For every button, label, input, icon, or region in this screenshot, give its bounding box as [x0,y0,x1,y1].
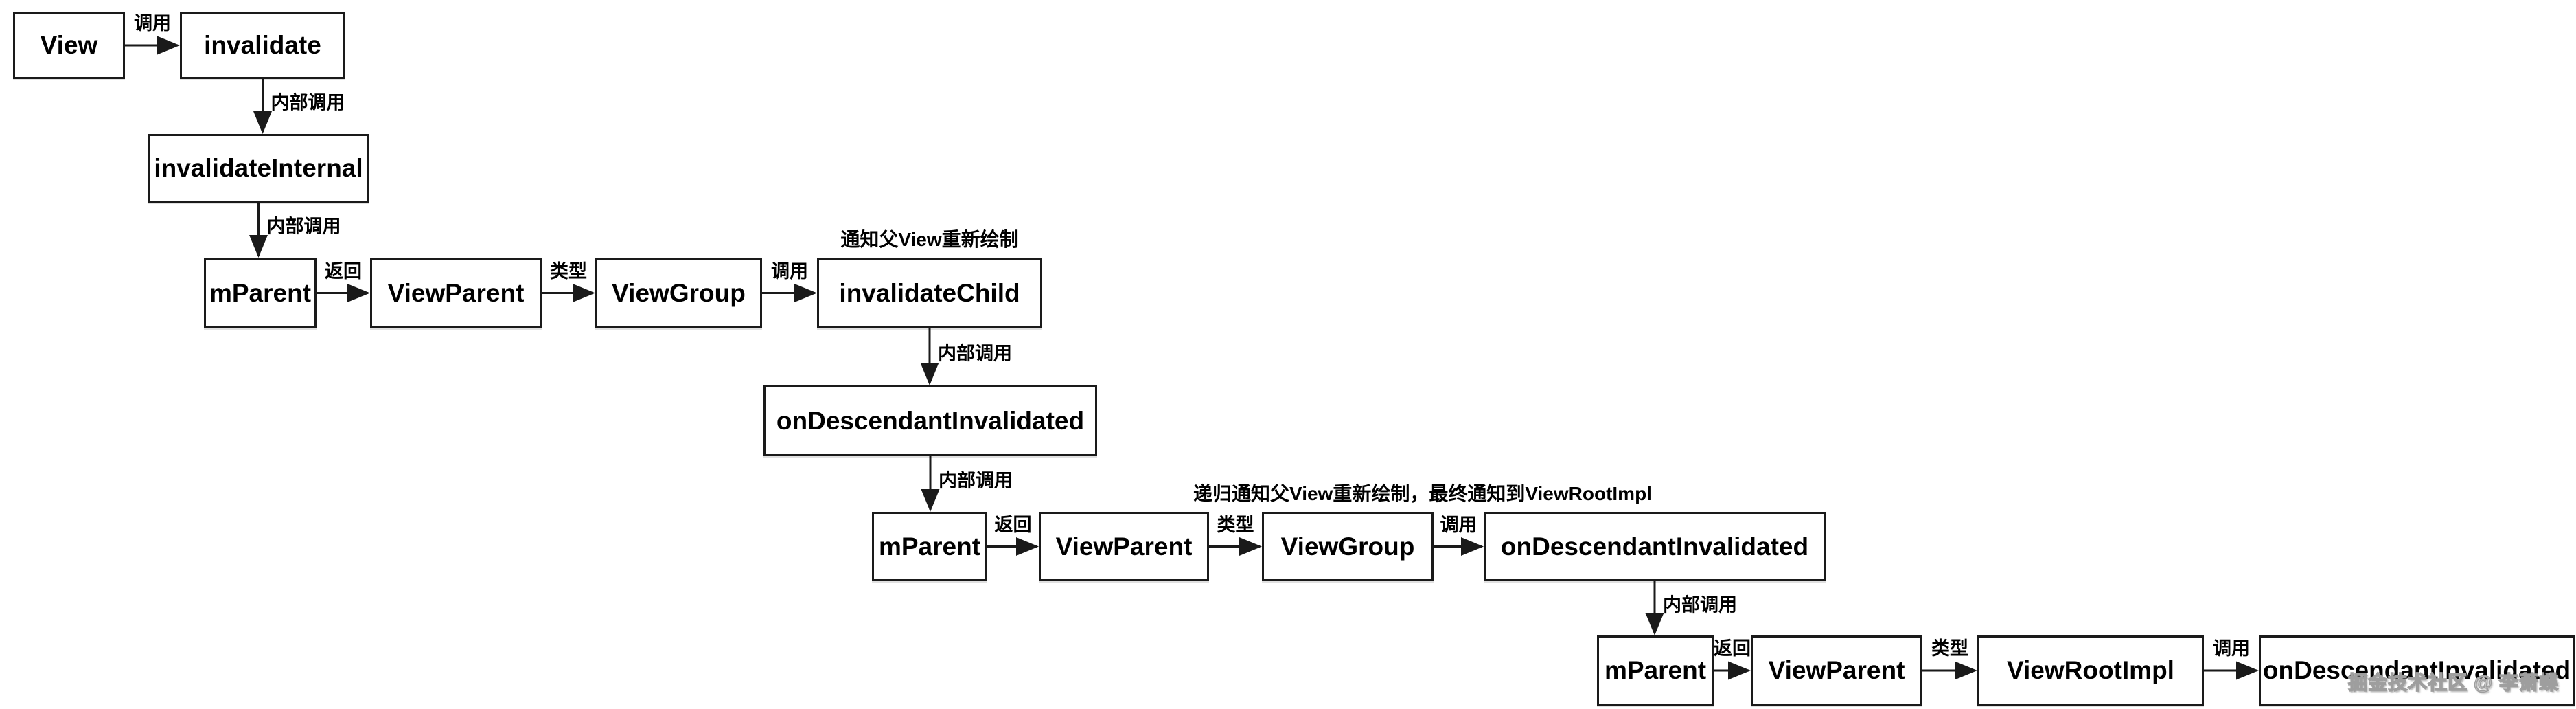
edge-label: 类型 [1931,638,1968,659]
node-viewGroup1: ViewGroup [595,258,762,328]
edge-label: 内部调用 [938,343,1012,364]
node-viewParent1: ViewParent [370,258,542,328]
node-mParent3: mParent [1597,635,1714,706]
node-onDesc1: onDescendantInvalidated [763,385,1097,456]
node-invalidate: invalidate [180,12,345,79]
edge-label: 调用 [1440,514,1477,535]
node-viewParent2: ViewParent [1039,512,1209,581]
watermark: 掘金技术社区 @ 李萧蝶 [2347,671,2559,694]
node-invalidateInternal: invalidateInternal [148,134,369,203]
node-viewRootImpl: ViewRootImpl [1977,635,2204,706]
edge-label: 类型 [1217,514,1254,535]
edge-label: 返回 [1714,638,1751,659]
edge-label: 调用 [771,260,808,282]
edge-label: 调用 [134,13,171,34]
node-invalidateChild: invalidateChild [817,258,1042,328]
edge-label: 调用 [2213,638,2250,659]
edge-label: 类型 [550,260,587,282]
edge-label: 返回 [325,260,362,282]
edge-label: 内部调用 [1663,594,1737,616]
edge-label: 内部调用 [266,216,341,237]
caption: 通知父View重新绘制 [840,229,1019,250]
caption: 递归通知父View重新绘制，最终通知到ViewRootImpl [1193,483,1652,504]
node-onDesc2: onDescendantInvalidated [1484,512,1826,581]
edge-label: 返回 [994,514,1032,535]
node-onDesc3: onDescendantInvalidated [2259,635,2575,706]
node-mParent2: mParent [872,512,987,581]
edge-label: 内部调用 [939,470,1013,491]
node-viewParent3: ViewParent [1751,635,1922,706]
node-view: View [13,12,125,79]
node-viewGroup2: ViewGroup [1262,512,1434,581]
edge-label: 内部调用 [271,92,345,113]
node-mParent1: mParent [204,258,317,328]
